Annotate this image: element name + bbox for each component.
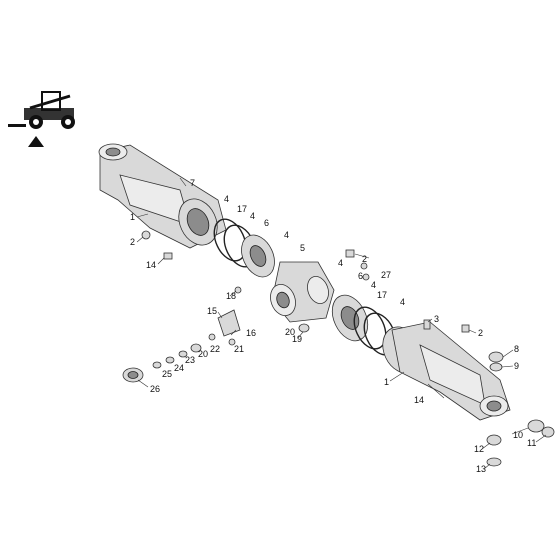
callout-labels: 1 1 2 2 2 3 4 4 4 4 4 4 5 6 6 7 8 9 10 1… (130, 178, 536, 474)
callout-24: 24 (174, 363, 184, 373)
callout-8: 8 (514, 344, 519, 354)
callout-22: 22 (210, 344, 220, 354)
callout-13: 13 (476, 464, 486, 474)
central-differential-housing (270, 261, 335, 333)
callout-6: 6 (264, 218, 269, 228)
callout-4: 4 (338, 258, 343, 268)
callout-12: 12 (474, 444, 484, 454)
leader-lines (136, 213, 547, 470)
callout-17: 17 (377, 290, 387, 300)
callout-17: 17 (237, 204, 247, 214)
callout-7: 7 (190, 178, 195, 188)
callout-15: 15 (207, 306, 217, 316)
callout-6: 6 (358, 271, 363, 281)
callout-5: 5 (300, 243, 305, 253)
callout-4: 4 (371, 280, 376, 290)
callout-4: 4 (224, 194, 229, 204)
right-axle-housing (382, 321, 511, 421)
callout-3: 3 (434, 314, 439, 324)
callout-20: 20 (198, 349, 208, 359)
callout-9: 9 (514, 361, 519, 371)
callout-1: 1 (384, 377, 389, 387)
callout-1: 1 (130, 212, 135, 222)
callout-14: 14 (146, 260, 156, 270)
left-axle-housing (98, 143, 227, 249)
callout-11: 11 (527, 438, 536, 448)
callout-4: 4 (400, 297, 405, 307)
callout-2: 2 (362, 254, 367, 264)
callout-26: 26 (150, 384, 160, 394)
small-parts (122, 177, 555, 467)
callout-16: 16 (246, 328, 256, 338)
left-brake-rings (213, 218, 275, 278)
callout-14: 14 (414, 395, 424, 405)
callout-10: 10 (513, 430, 523, 440)
callout-2: 2 (130, 237, 135, 247)
callout-18: 18 (226, 291, 236, 301)
callout-25: 25 (162, 369, 172, 379)
callout-20: 20 (285, 327, 295, 337)
callout-4: 4 (284, 230, 289, 240)
callout-19: 19 (292, 334, 302, 344)
telehandler-machine-icon (8, 91, 75, 129)
triangle-up-icon (28, 136, 44, 147)
callout-4: 4 (250, 211, 255, 221)
callout-2: 2 (478, 328, 483, 338)
callout-27: 27 (381, 270, 391, 280)
callout-23: 23 (185, 355, 195, 365)
callout-21: 21 (234, 344, 244, 354)
